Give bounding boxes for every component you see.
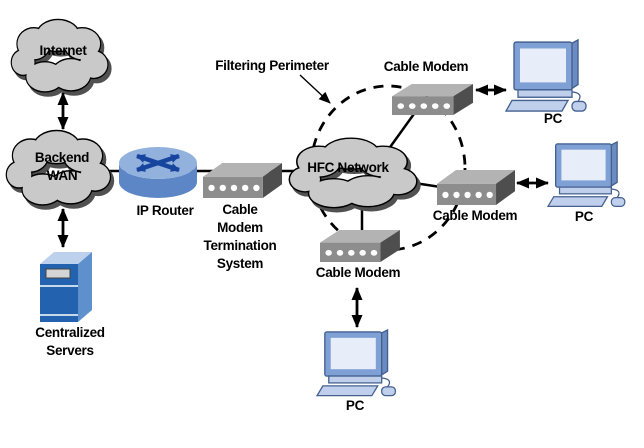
label-pc-bottom: PC — [345, 398, 365, 413]
cmts-icon — [203, 163, 283, 198]
pc-right-icon — [547, 141, 626, 207]
ip-router-icon — [119, 147, 197, 198]
label-filtering-perimeter: Filtering Perimeter — [215, 58, 329, 73]
label-cable-modem-top: Cable Modem — [383, 59, 469, 74]
pc-top-icon — [505, 39, 587, 112]
label-centralized-servers: Centralized Servers — [35, 325, 105, 358]
filtering-perimeter-pointer-arrow — [299, 74, 331, 104]
label-pc-top: PC — [543, 111, 563, 126]
centralized-servers-icon — [39, 251, 93, 323]
label-backend-wan: Backend WAN — [34, 150, 90, 183]
label-internet: Internet — [39, 43, 87, 58]
label-cable-modem-bottom: Cable Modem — [315, 265, 401, 280]
label-hfc-network: HFC Network — [307, 160, 389, 175]
label-pc-right: PC — [574, 209, 594, 224]
pc-bottom-icon — [316, 329, 397, 397]
cable-modem-bottom-icon — [320, 230, 400, 263]
label-cable-modem-right: Cable Modem — [432, 208, 518, 223]
label-ip-router: IP Router — [136, 203, 194, 218]
filtering-perimeter-ellipse — [309, 84, 467, 252]
cable-modem-top-icon — [392, 84, 474, 116]
cable-modem-right-icon — [437, 170, 515, 205]
label-cmts: Cable Modem Termination System — [203, 202, 277, 271]
